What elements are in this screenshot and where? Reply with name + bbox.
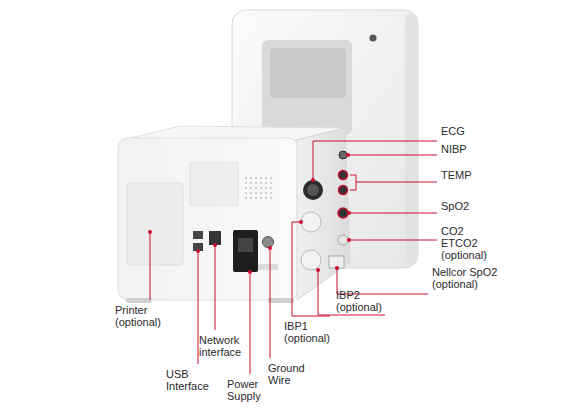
callout-label: Ground Wire	[268, 362, 312, 386]
callout-label: Network interface	[199, 334, 245, 358]
callout-label: Printer (optional)	[115, 304, 173, 328]
callout-label: Power Supply	[227, 378, 267, 402]
leader-lines	[150, 141, 437, 374]
callout-label: NIBP	[441, 143, 501, 155]
callout-label: TEMP	[441, 169, 501, 181]
callout-label: USB Interface	[166, 368, 216, 392]
callout-label: IBP1 (optional)	[284, 320, 342, 344]
callout-label: CO2 ETCO2 (optional)	[441, 225, 497, 261]
callout-label: SpO2	[441, 200, 501, 212]
callout-label: IBP2 (optional)	[336, 289, 396, 313]
callout-label: ECG	[441, 125, 501, 137]
callout-label: Nellcor SpO2 (optional)	[432, 266, 512, 290]
